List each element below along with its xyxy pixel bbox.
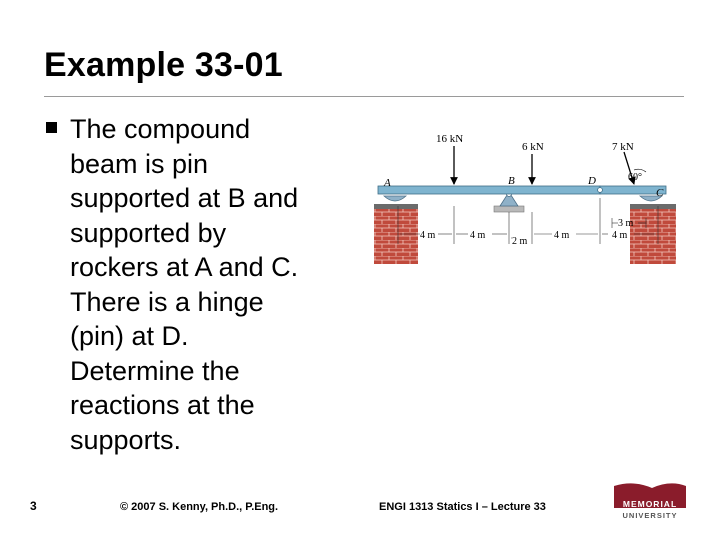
statement-line: (pin) at D. <box>70 321 189 351</box>
statement-line: reactions at the <box>70 390 255 420</box>
dim-d-to-c: 4 m <box>612 230 628 241</box>
compound-beam-figure: 16 kN 6 kN 7 kN 60° A B C D 4 m 4 m 2 m … <box>374 133 676 264</box>
dim-16kn-to-b: 4 m <box>470 230 486 241</box>
hinge-d <box>597 187 603 193</box>
pin-support-base <box>493 205 525 213</box>
dim-b-to-6kn: 2 m <box>512 236 528 247</box>
right-brick-support <box>630 208 676 264</box>
statement-line: There is a hinge <box>70 286 264 317</box>
statement-line: supported by <box>70 217 227 248</box>
load-label-7kn: 7 kN <box>612 141 634 153</box>
statement-line: Determine the <box>70 355 240 386</box>
beam-ad <box>377 185 601 195</box>
load-label-16kn: 16 kN <box>436 133 463 145</box>
dim-d-to-7kn: 3 m <box>618 218 634 229</box>
pin-b <box>499 191 519 207</box>
point-label-c: C <box>656 187 664 199</box>
title-divider <box>44 96 684 97</box>
statement-line: The compound <box>70 114 251 144</box>
logo-line-2: UNIVERSITY <box>622 511 677 520</box>
slide-title: Example 33-01 <box>44 46 283 84</box>
slide-number: 3 <box>30 499 37 513</box>
footer-copyright: © 2007 S. Kenny, Ph.D., P.Eng. <box>120 501 279 513</box>
statement-line: rockers at A and C. <box>70 252 299 282</box>
statement-line: supports. <box>70 424 182 455</box>
load-label-6kn: 6 kN <box>522 141 544 153</box>
footer-course: ENGI 1313 Statics I – Lecture 33 <box>379 501 546 513</box>
rocker-a <box>382 195 408 202</box>
dim-a-to-16kn: 4 m <box>420 230 436 241</box>
angle-label: 60° <box>628 172 642 183</box>
bullet-square-icon <box>46 122 57 133</box>
dim-6kn-to-d: 4 m <box>554 230 570 241</box>
rocker-c <box>638 195 664 202</box>
statement-line: beam is pin <box>70 148 209 179</box>
left-brick-support <box>374 208 418 264</box>
point-label-d: D <box>587 175 596 187</box>
memorial-university-logo: MEMORIAL UNIVERSITY <box>614 483 686 520</box>
point-label-b: B <box>508 175 515 187</box>
statement-line: supported at B and <box>70 183 299 213</box>
problem-statement: The compound beam is pin supported at B … <box>70 112 360 457</box>
logo-line-1: MEMORIAL <box>623 499 677 509</box>
load-arrow-7kn <box>623 151 636 185</box>
point-label-a: A <box>383 177 391 189</box>
